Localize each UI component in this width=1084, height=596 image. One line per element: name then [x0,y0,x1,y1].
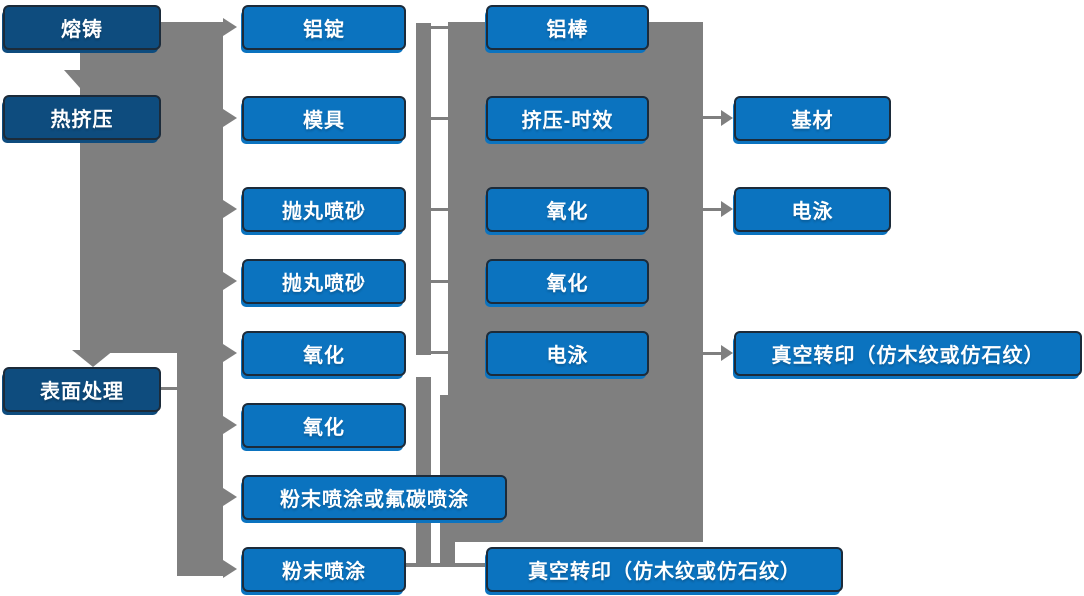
node-electrophoresis-1: 电泳 [486,331,649,376]
connector-line-bottom [406,563,486,567]
node-substrate: 基材 [734,96,891,141]
arrow-right-icon [223,200,237,218]
mid-connector-bar-lower-a [416,377,431,567]
node-electrophoresis-2: 电泳 [734,187,891,232]
node-powder-or-fluorocarbon-coating: 粉末喷涂或氟碳喷涂 [242,475,507,520]
node-aluminum-rod: 铝棒 [486,5,649,50]
node-extrusion-aging: 挤压-时效 [486,96,649,141]
main-flow-bar-lower [177,353,223,576]
arrow-down-icon [64,70,96,88]
arrow-right-icon [721,345,733,361]
node-surface-treatment: 表面处理 [3,367,161,412]
node-vacuum-transfer-1: 真空转印（仿木纹或仿石纹） [486,547,843,592]
connector-line [703,116,723,119]
node-oxidation-4: 氧化 [486,259,649,304]
arrow-right-icon [721,110,733,126]
connector-line-surface-treatment [161,387,177,390]
node-oxidation-3: 氧化 [486,187,649,232]
arrow-right-icon [223,488,237,506]
node-shot-blasting-2: 抛丸喷砂 [242,259,406,304]
arrow-right-icon [721,201,733,217]
connector-line [431,208,448,211]
arrow-right-icon [223,109,237,127]
connector-line [431,117,448,120]
connector-line [703,352,723,355]
connector-line [431,351,448,354]
arrow-right-icon [223,272,237,290]
node-vacuum-transfer-2: 真空转印（仿木纹或仿石纹） [734,331,1082,376]
arrow-right-icon [223,344,237,362]
node-powder-coating: 粉末喷涂 [242,547,406,592]
connector-line [431,26,448,29]
connector-line [703,208,723,211]
mid-connector-bar-upper [416,23,431,355]
node-aluminum-ingot: 铝锭 [242,5,406,50]
arrow-down-icon [72,350,114,367]
node-hot-extrusion: 热挤压 [3,95,161,140]
arrow-right-icon [223,416,237,434]
main-flow-bar [80,22,223,353]
connector-line [431,280,448,283]
arrow-right-icon [223,18,237,36]
node-mold: 模具 [242,96,406,141]
node-shot-blasting-1: 抛丸喷砂 [242,187,406,232]
node-oxidation-1: 氧化 [242,331,406,376]
node-oxidation-2: 氧化 [242,403,406,448]
arrow-right-icon [223,560,237,578]
node-melting-casting: 熔铸 [3,5,161,50]
